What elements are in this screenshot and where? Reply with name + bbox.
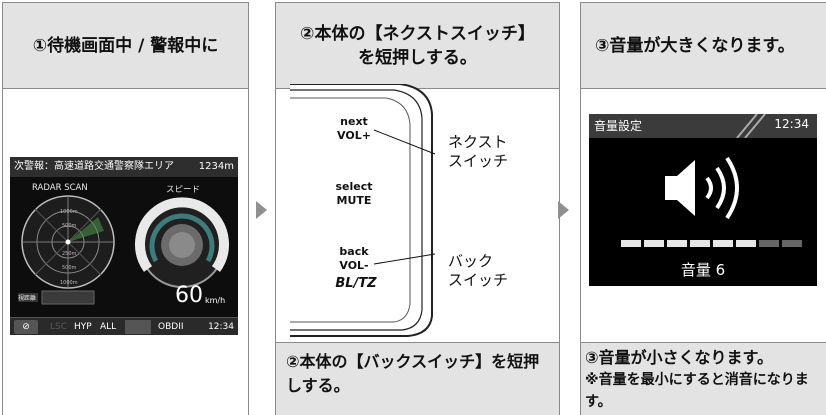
speed-value: 60 [175,283,203,308]
svg-text:1000m: 1000m [60,209,78,215]
volume-segment [736,240,756,247]
volume-segment [621,240,641,247]
volume-segment [667,240,687,247]
obd-indicator: OBDII [158,322,184,332]
svg-text:500m: 500m [62,223,77,229]
alert-bar: 次警報：高速道路交通警察隊エリア 1234m [10,157,238,177]
volume-segment [782,240,802,247]
volume-down-text: ③音量が小さくなります。 [585,348,773,367]
volume-segment [644,240,664,247]
device-graphic [290,84,436,337]
arrow-2-icon [558,201,569,219]
radar-screen: 次警報：高速道路交通警察隊エリア 1234m RADAR SCAN スピード 1… [10,157,238,335]
select-mute-label: select MUTE [335,180,373,207]
status-bar: ⊘ LSC HYP ALL OBDII 12:34 [10,317,238,335]
panel-standby-title: ①待機画面中 / 警報中に [3,3,248,89]
all-indicator: ALL [100,322,117,332]
speed-unit: km/h [205,296,226,305]
panel-device-title: ②本体の【ネクストスイッチ】を短押しする。 [276,3,559,89]
volume-segment [713,240,733,247]
volume-title-bar: 音量設定 12:34 [589,114,817,138]
volume-segment [690,240,710,247]
svg-text:250m: 250m [62,251,77,257]
car-icon [125,320,151,334]
volume-screen: 音量設定 12:34 音量 6 [589,114,817,286]
title-bar-stripes [736,114,766,138]
next-switch-callout: ネクスト スイッチ [448,133,509,170]
alert-text: 次警報：高速道路交通警察隊エリア [14,161,174,172]
next-vol-up-label: next VOL+ [337,115,371,142]
arrow-1-icon [256,201,267,219]
panel-volume-footer: ③音量が小さくなります。 ※音量を最小にすると消音になります。 [581,342,826,415]
back-switch-instruction: ②本体の【バックスイッチ】を短押しする。 [286,352,540,395]
radar-gauge-graphic: 1000m 500m 250m 500m 1000m [18,195,229,305]
mute-icon: ⊘ [14,320,38,334]
back-vol-down-label: back VOL- [339,245,369,272]
hyp-indicator: HYP [74,322,92,332]
mute-note: ※音量を最小にすると消音になります。 [585,372,809,410]
volume-segment [759,240,779,247]
speaker-icon [665,156,739,220]
volume-setting-title: 音量設定 [594,119,643,133]
speed-label: スピード [166,185,201,195]
svg-text:1000m: 1000m [60,280,78,286]
blitz-logo: BL/TZ [335,276,377,291]
status-time: 12:34 [208,322,234,332]
alert-distance: 1234m [198,161,234,172]
radar-scan-label: RADAR SCAN [32,183,88,193]
volume-screen-time: 12:34 [774,117,809,131]
svg-text:500m: 500m [62,265,77,271]
back-switch-callout: バック スイッチ [448,252,509,289]
panel-device: ②本体の【ネクストスイッチ】を短押しする。 ②本体の【バックスイッチ】を短押しす… [275,2,560,415]
panel-volume-title: ③音量が大きくなります。 [581,3,826,89]
lsc-indicator: LSC [50,322,68,332]
volume-level-text: 音量 6 [680,261,726,279]
panel-device-footer: ②本体の【バックスイッチ】を短押しする。 [276,342,559,415]
visual-range-label: 視距離 [18,295,37,302]
